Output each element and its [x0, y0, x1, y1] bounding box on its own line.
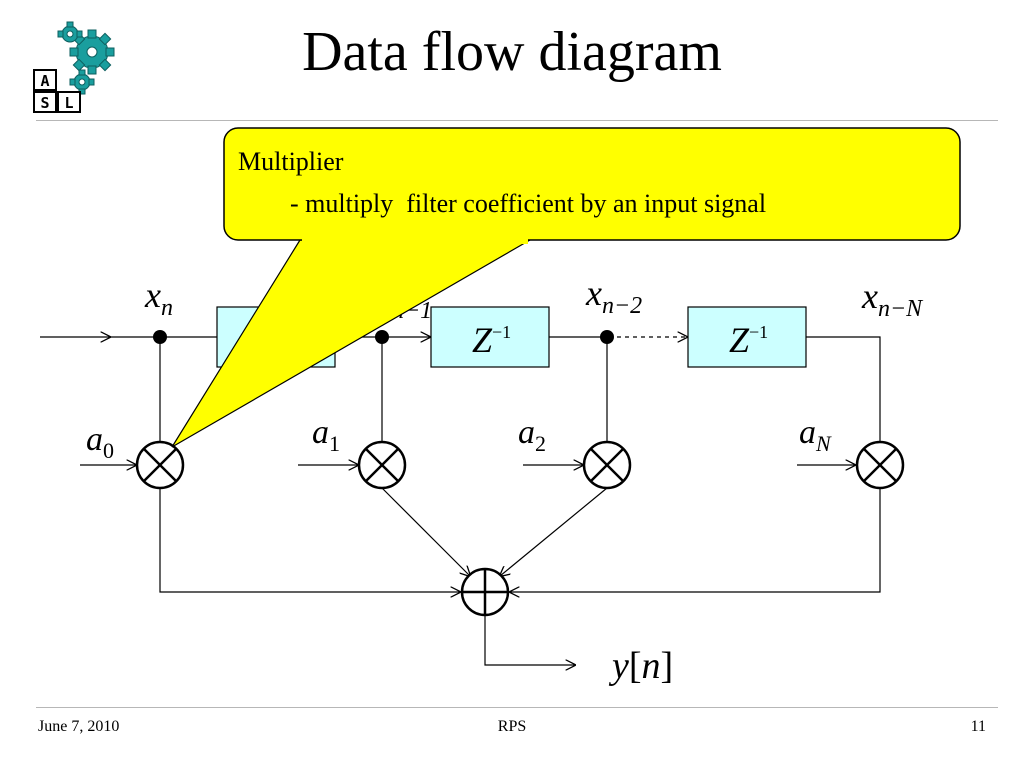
header-divider	[36, 120, 998, 121]
output-arrow	[484, 615, 575, 665]
multiplier-1	[357, 440, 407, 490]
coef-label-2: a2	[518, 414, 546, 456]
callout-description: - multiply filter coefficient by an inpu…	[290, 189, 766, 218]
adder	[460, 567, 510, 617]
coef-label-n: aN	[799, 414, 832, 456]
slide-title: Data flow diagram	[302, 21, 722, 83]
delay-label-n: Z−1	[729, 320, 768, 360]
coef-label-1: a1	[312, 414, 340, 456]
callout-title: Multiplier	[238, 147, 344, 176]
callout-box	[223, 127, 961, 241]
footer-divider	[36, 707, 998, 708]
multiplier-2	[582, 440, 632, 490]
delay-block-2	[430, 306, 550, 368]
coef-label-0: a0	[86, 421, 114, 463]
multiplier-n	[855, 440, 905, 490]
page-number: 11	[970, 718, 986, 735]
logo-letter-a: A	[40, 72, 49, 90]
footer-center-text: RPS	[497, 718, 527, 735]
tap-label-2: xn−2	[585, 273, 642, 319]
asl-gear-logo: A S L	[33, 21, 115, 113]
product-line-n	[510, 488, 881, 592]
logo-letter-blocks: A S L	[33, 69, 81, 113]
tap-label-n: xn−N	[861, 276, 924, 322]
gear-icon	[57, 21, 115, 95]
logo-letter-l: L	[64, 94, 73, 112]
logo-letter-s: S	[40, 94, 49, 112]
multiplier-callout: Multiplier - multiply filter coefficient…	[171, 127, 961, 448]
product-line-0	[159, 488, 460, 592]
delay-block-n	[687, 306, 807, 368]
delay-label-2: Z−1	[472, 320, 511, 360]
footer-date: June 7, 2010	[38, 718, 120, 735]
product-line-2	[500, 487, 608, 576]
output-label: y[n]	[608, 645, 673, 687]
tap-line-n	[806, 336, 881, 442]
multiplier-0	[135, 440, 185, 490]
tap-label-0: xn	[144, 275, 173, 321]
product-line-1	[381, 487, 470, 576]
